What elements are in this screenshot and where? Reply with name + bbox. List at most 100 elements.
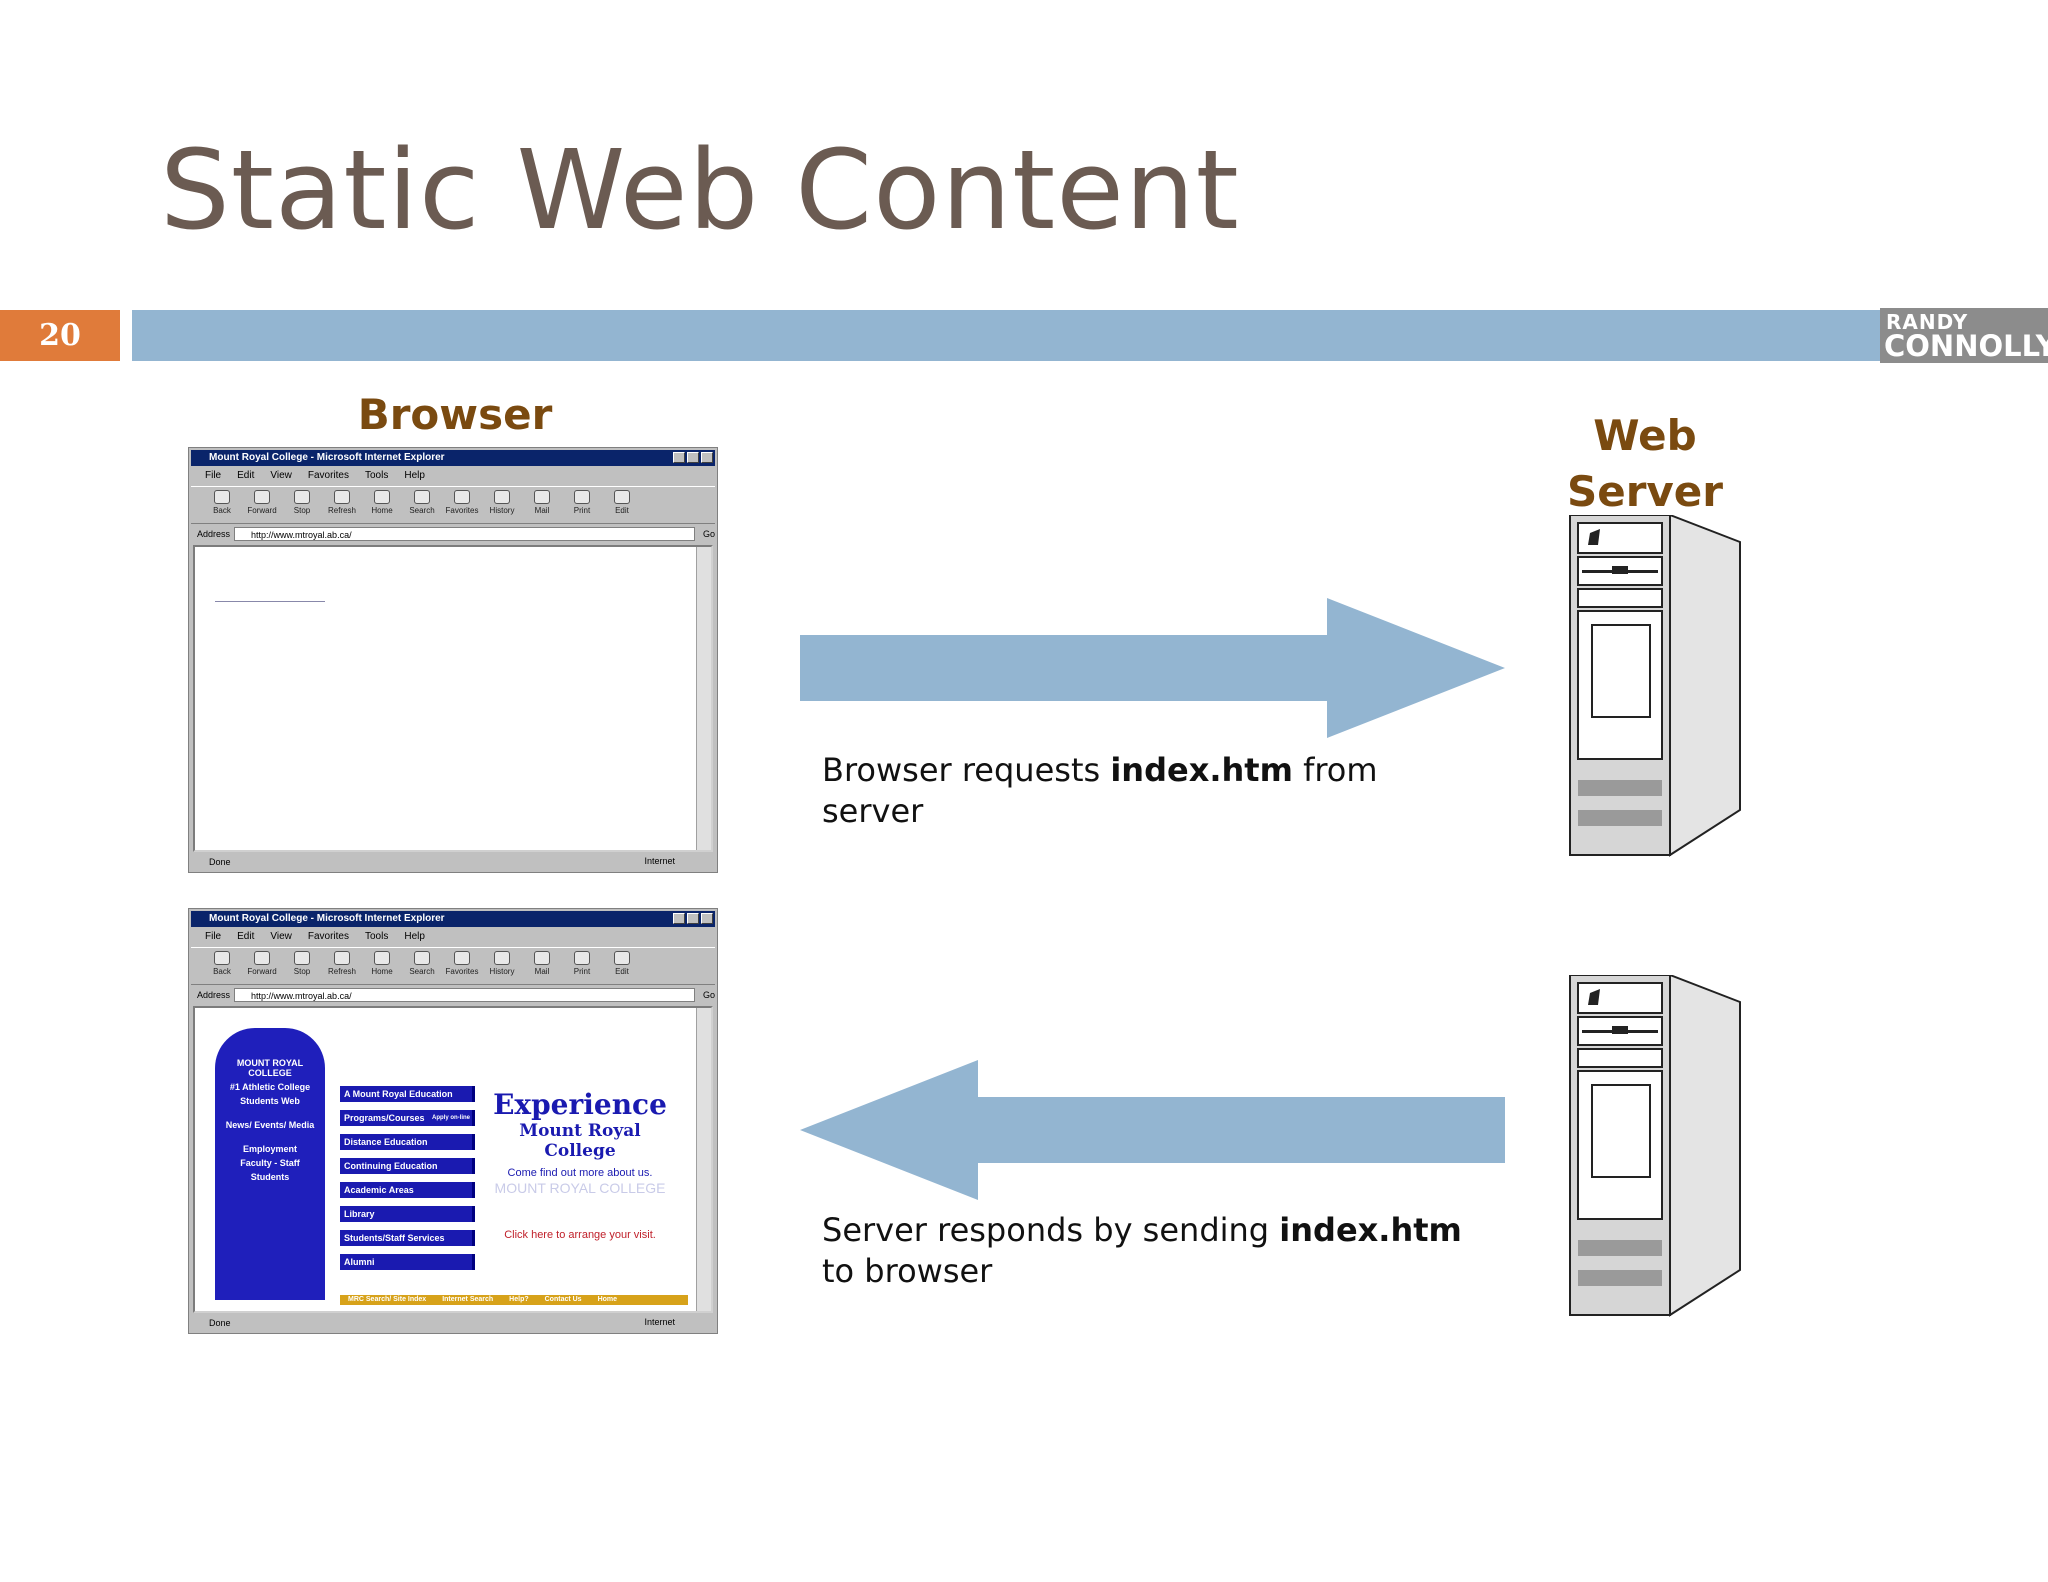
- nav-item[interactable]: Distance Education: [340, 1134, 475, 1150]
- slide-title: Static Web Content: [160, 126, 1240, 254]
- slide-number: 20: [0, 310, 120, 361]
- forward-button[interactable]: Forward: [247, 948, 277, 984]
- crest-link-students-web[interactable]: Students Web: [240, 1096, 300, 1106]
- banner-tagline[interactable]: Come find out more about us.: [507, 1167, 653, 1179]
- response-filename: index.htm: [1279, 1211, 1462, 1249]
- menu-file[interactable]: File: [205, 931, 222, 942]
- address-field[interactable]: http://www.mtroyal.ab.ca/: [234, 527, 695, 541]
- browser-titlebar: Mount Royal College - Microsoft Internet…: [191, 911, 715, 927]
- address-field[interactable]: http://www.mtroyal.ab.ca/: [234, 988, 695, 1002]
- forward-icon: [254, 490, 270, 504]
- footer-link[interactable]: MRC Search/ Site Index: [348, 1296, 427, 1303]
- status-text: Done: [209, 857, 231, 867]
- response-arrow: [800, 1060, 1505, 1200]
- edit-icon: [614, 951, 630, 965]
- history-button[interactable]: History: [487, 948, 517, 984]
- edit-button[interactable]: Edit: [607, 487, 637, 523]
- search-button[interactable]: Search: [407, 487, 437, 523]
- security-zone: Internet: [644, 856, 675, 866]
- history-icon: [494, 951, 510, 965]
- security-zone: Internet: [644, 1317, 675, 1327]
- edit-button[interactable]: Edit: [607, 948, 637, 984]
- browser-title: Mount Royal College - Microsoft Internet…: [209, 913, 445, 924]
- browser-viewport: [193, 545, 713, 852]
- nav-item[interactable]: Academic Areas: [340, 1182, 475, 1198]
- browser-titlebar: Mount Royal College - Microsoft Internet…: [191, 450, 715, 466]
- back-button[interactable]: Back: [207, 487, 237, 523]
- menu-help[interactable]: Help: [404, 931, 425, 942]
- minimize-icon[interactable]: [673, 452, 685, 463]
- crest-link-employment[interactable]: Employment: [242, 1144, 297, 1154]
- menu-favorites[interactable]: Favorites: [307, 470, 349, 481]
- menu-view[interactable]: View: [270, 931, 292, 942]
- browser-statusbar: Done Internet: [191, 854, 715, 870]
- web-server-icon: [1569, 515, 1741, 857]
- browser-toolbar: Back Forward Stop Refresh Home Search Fa…: [191, 947, 715, 985]
- logo-line-1: RANDY: [1886, 310, 1969, 334]
- footer-link[interactable]: Home: [597, 1296, 618, 1303]
- vertical-scrollbar[interactable]: [696, 1008, 711, 1311]
- favorites-button[interactable]: Favorites: [446, 487, 478, 523]
- home-button[interactable]: Home: [367, 948, 397, 984]
- browser-viewport: MOUNT ROYAL COLLEGE #1 Athletic College …: [193, 1006, 713, 1313]
- maximize-icon[interactable]: [687, 452, 699, 463]
- refresh-button[interactable]: Refresh: [327, 948, 357, 984]
- back-button[interactable]: Back: [207, 948, 237, 984]
- menu-tools[interactable]: Tools: [364, 470, 389, 481]
- address-label: Address: [197, 529, 231, 539]
- search-icon: [414, 951, 430, 965]
- visit-link[interactable]: Click here to arrange your visit.: [504, 1229, 656, 1241]
- menu-edit[interactable]: Edit: [237, 470, 255, 481]
- favorites-button[interactable]: Favorites: [446, 948, 478, 984]
- crest-link-faculty[interactable]: Faculty - Staff: [240, 1158, 300, 1168]
- crest-link-students[interactable]: Students: [250, 1172, 290, 1182]
- crest-link-news[interactable]: News/ Events/ Media: [225, 1120, 315, 1130]
- print-button[interactable]: Print: [567, 487, 597, 523]
- footer-link[interactable]: Contact Us: [544, 1296, 582, 1303]
- go-button[interactable]: Go: [702, 990, 715, 1000]
- refresh-button[interactable]: Refresh: [327, 487, 357, 523]
- response-caption: Server responds by sending index.htm to …: [822, 1211, 1462, 1290]
- web-server-icon: [1569, 975, 1741, 1317]
- go-button[interactable]: Go: [702, 529, 715, 539]
- stop-button[interactable]: Stop: [287, 948, 317, 984]
- menu-favorites[interactable]: Favorites: [307, 931, 349, 942]
- menu-help[interactable]: Help: [404, 470, 425, 481]
- menu-edit[interactable]: Edit: [237, 931, 255, 942]
- footer-link[interactable]: Help?: [509, 1296, 529, 1303]
- mail-button[interactable]: Mail: [527, 487, 557, 523]
- request-arrow: [800, 598, 1505, 738]
- address-bar: Address http://www.mtroyal.ab.ca/ Go: [191, 525, 715, 543]
- menu-file[interactable]: File: [205, 470, 222, 481]
- stop-icon: [294, 951, 310, 965]
- close-icon[interactable]: [701, 452, 713, 463]
- crest-link-athletic[interactable]: #1 Athletic College: [229, 1082, 311, 1092]
- mail-button[interactable]: Mail: [527, 948, 557, 984]
- menu-view[interactable]: View: [270, 470, 292, 481]
- nav-item[interactable]: Programs/Courses Apply on-line: [340, 1110, 475, 1126]
- site-footer-bar: MRC Search/ Site Index Internet Search H…: [340, 1295, 688, 1305]
- stop-button[interactable]: Stop: [287, 487, 317, 523]
- browser-toolbar: Back Forward Stop Refresh Home Search Fa…: [191, 486, 715, 524]
- footer-link[interactable]: Internet Search: [442, 1296, 494, 1303]
- nav-item[interactable]: Students/Staff Services: [340, 1230, 475, 1246]
- vertical-scrollbar[interactable]: [696, 547, 711, 850]
- forward-button[interactable]: Forward: [247, 487, 277, 523]
- history-button[interactable]: History: [487, 487, 517, 523]
- nav-item[interactable]: Alumni: [340, 1254, 475, 1270]
- stop-icon: [294, 490, 310, 504]
- search-button[interactable]: Search: [407, 948, 437, 984]
- minimize-icon[interactable]: [673, 913, 685, 924]
- browser-window-response: Mount Royal College - Microsoft Internet…: [188, 908, 718, 1334]
- nav-item[interactable]: A Mount Royal Education: [340, 1086, 475, 1102]
- refresh-icon: [334, 490, 350, 504]
- menu-tools[interactable]: Tools: [364, 931, 389, 942]
- maximize-icon[interactable]: [687, 913, 699, 924]
- nav-item[interactable]: Library: [340, 1206, 475, 1222]
- print-button[interactable]: Print: [567, 948, 597, 984]
- home-button[interactable]: Home: [367, 487, 397, 523]
- nav-item[interactable]: Continuing Education: [340, 1158, 475, 1174]
- browser-menubar: File Edit View Favorites Tools Help: [191, 929, 715, 945]
- apply-online-link[interactable]: Apply on-line: [432, 1115, 470, 1121]
- close-icon[interactable]: [701, 913, 713, 924]
